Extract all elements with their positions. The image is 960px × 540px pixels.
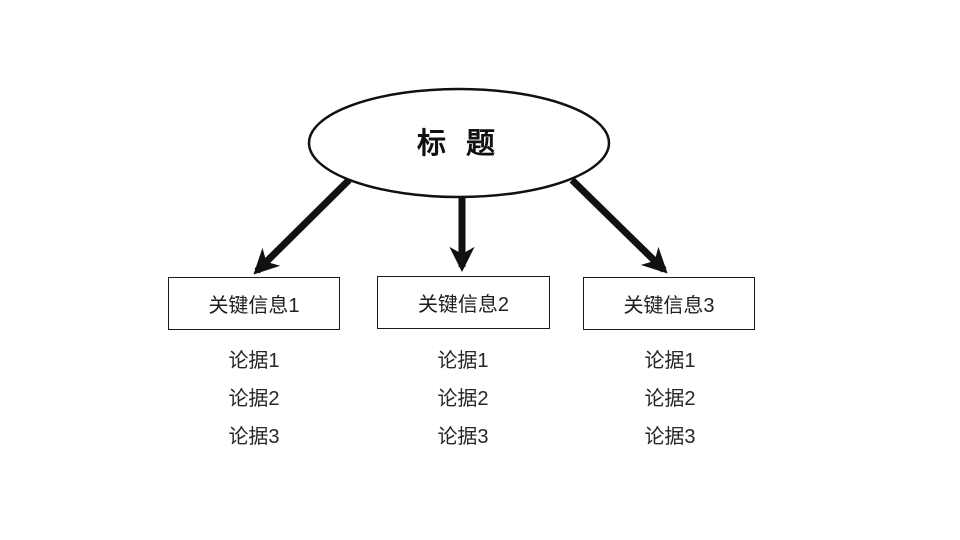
argument-item: 论据2: [437, 388, 489, 410]
key-info-box-2: 关键信息2: [377, 276, 550, 329]
arrow-right: [569, 177, 668, 274]
argument-item: 论据1: [644, 350, 696, 372]
argument-item: 论据3: [228, 426, 280, 448]
argument-list-2: 论据1 论据2 论据3: [377, 342, 549, 456]
arrow-left: [253, 177, 352, 275]
argument-item: 论据2: [644, 388, 696, 410]
title-ellipse-shape: [307, 87, 611, 199]
argument-item: 论据1: [437, 350, 489, 372]
argument-item: 论据1: [228, 350, 280, 372]
argument-item: 论据3: [437, 426, 489, 448]
key-info-box-3: 关键信息3: [583, 277, 755, 330]
argument-item: 论据3: [644, 426, 696, 448]
argument-list-1: 论据1 论据2 论据3: [168, 342, 340, 456]
argument-list-3: 论据1 论据2 论据3: [584, 342, 756, 456]
argument-item: 论据2: [228, 388, 280, 410]
key-info-box-1: 关键信息1: [168, 277, 340, 330]
title-label: 标 题: [416, 128, 502, 160]
